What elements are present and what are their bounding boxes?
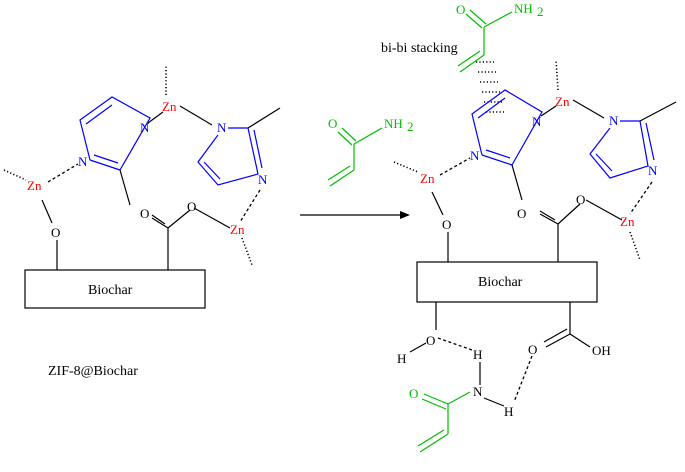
- svg-text:2: 2: [407, 119, 414, 134]
- hydroxyl-group: OH: [592, 343, 611, 358]
- nitrogen-atom: N: [473, 384, 483, 399]
- imidazole-ring-right: N N: [197, 120, 268, 187]
- stacking-interaction: [476, 61, 504, 113]
- biochar-box-right: [416, 261, 598, 303]
- oxygen-atom: O: [456, 2, 465, 17]
- acrylamide-stacked: O NH 2: [456, 1, 544, 73]
- imidazole-ring-left: N N: [470, 89, 543, 166]
- amine-group: NH: [384, 116, 403, 131]
- oxygen-atom: O: [140, 206, 149, 221]
- nitrogen-atom: N: [140, 120, 150, 135]
- acrylamide-hbond: N H O: [409, 355, 533, 453]
- oxygen-atom: O: [328, 116, 337, 131]
- zinc-atom: Zn: [420, 171, 435, 186]
- oxygen-atom: O: [442, 217, 451, 232]
- composite-caption: ZIF-8@Biochar: [48, 364, 138, 379]
- reaction-arrow: [300, 211, 410, 219]
- oxygen-atom: O: [187, 199, 196, 214]
- nitrogen-atom: N: [532, 114, 542, 129]
- imidazole-ring-left: N N: [78, 96, 151, 171]
- oxygen-atom: O: [426, 333, 435, 348]
- hydrogen-atom: H: [397, 351, 406, 366]
- svg-text:2: 2: [537, 4, 544, 19]
- zinc-atom: Zn: [230, 222, 245, 237]
- zinc-atom: Zn: [620, 214, 635, 229]
- zinc-atom: Zn: [555, 94, 570, 109]
- nitrogen-atom: N: [258, 172, 268, 187]
- left-structure: Biochar O Zn N N Zn N N: [3, 65, 281, 379]
- nitrogen-atom: N: [648, 163, 658, 178]
- amine-group: NH: [514, 1, 533, 16]
- zinc-atom: Zn: [27, 178, 42, 193]
- hydrogen-atom: H: [504, 404, 513, 419]
- imidazole-ring-right: N N: [589, 113, 658, 179]
- stacking-label: bi-bi stacking: [381, 41, 458, 56]
- oxygen-atom: O: [517, 206, 526, 221]
- oxygen-atom: O: [51, 225, 60, 240]
- biochar-label-left: Biochar: [88, 283, 133, 298]
- biochar-label-right: Biochar: [478, 275, 523, 290]
- biochar-box-left: [24, 269, 206, 309]
- oxygen-atom: O: [409, 386, 418, 401]
- nitrogen-atom: N: [470, 148, 480, 163]
- nitrogen-atom: N: [609, 113, 619, 128]
- oxygen-atom: O: [576, 192, 585, 207]
- hydrogen-atom: H: [473, 347, 482, 362]
- acrylamide-monomer: O NH 2: [327, 116, 414, 187]
- zinc-atom: Zn: [162, 99, 177, 114]
- nitrogen-atom: N: [217, 120, 227, 135]
- oxygen-atom: O: [528, 342, 537, 357]
- right-structure: Biochar bi-bi stacking O NH 2 O: [381, 1, 677, 453]
- nitrogen-atom: N: [78, 154, 88, 169]
